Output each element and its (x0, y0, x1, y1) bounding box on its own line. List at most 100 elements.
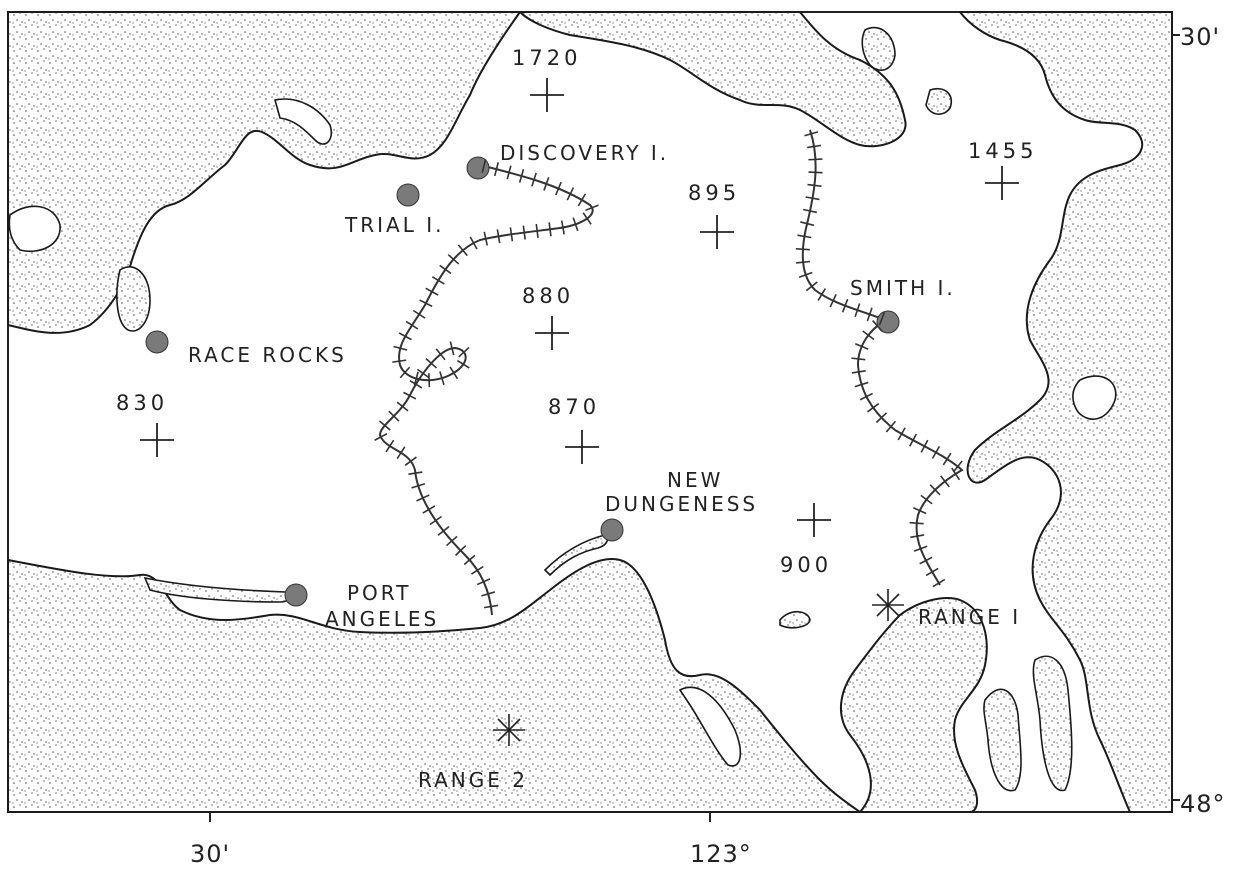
track-hatch (374, 432, 388, 441)
olympic-peninsula (7, 558, 861, 813)
depth-900: 900 (780, 553, 832, 577)
track-hatch (952, 460, 963, 473)
track-hatch (393, 345, 408, 351)
track-hatch (867, 402, 880, 413)
range-stars (493, 589, 904, 746)
track-hatch (872, 320, 883, 332)
track-hatch (807, 144, 822, 149)
track-hatch (425, 358, 438, 369)
track-hatch (851, 357, 866, 361)
track-hatch (931, 445, 941, 459)
track-hatch (800, 221, 815, 227)
depth-895: 895 (688, 181, 740, 205)
track-hatch (416, 494, 430, 502)
track-hatch (817, 288, 827, 301)
track-hatch (851, 370, 866, 374)
track-hatch (535, 223, 539, 238)
track-hatch (471, 565, 484, 575)
track-hatch (582, 212, 592, 225)
vancouver-inlet (273, 98, 333, 145)
protection-island (779, 610, 811, 629)
track-hatch (463, 554, 476, 566)
vancouver-lake (8, 205, 61, 252)
track-hatch (920, 494, 933, 505)
track-hatch (449, 366, 459, 380)
label-range1: RANGE I (918, 605, 1021, 629)
track-hatch (522, 225, 526, 240)
depth-crosses (140, 78, 1019, 537)
axis-bottom-left: 30' (190, 840, 230, 868)
track-hatch (577, 193, 587, 207)
track-hatches (374, 131, 963, 609)
track-hatch (408, 471, 423, 475)
cross-830 (140, 423, 174, 457)
track-hatch (422, 505, 436, 514)
track-hatch (388, 410, 400, 422)
san-juan-land (519, 11, 907, 148)
track-hatch (808, 171, 823, 174)
track-hatch (803, 208, 818, 214)
mainland-east (959, 11, 1173, 813)
axis-bottom-mid: 123° (690, 840, 752, 868)
label-race-rocks: RACE ROCKS (188, 343, 347, 367)
track-hatch (385, 439, 395, 453)
track-hatch (496, 229, 501, 244)
track-hatch (481, 158, 487, 173)
track-hatch (425, 287, 439, 296)
track-hatch (807, 183, 822, 187)
discovery-station-dot (466, 156, 490, 180)
track-hatch (560, 220, 565, 235)
track-hatch (437, 525, 450, 536)
track-hatch (585, 204, 599, 212)
track-hatch (403, 391, 417, 400)
track-hatch (483, 604, 499, 609)
track-hatch (804, 131, 819, 137)
label-port-angeles-1: PORT (347, 581, 411, 605)
track-hatch (854, 303, 861, 318)
track-hatch (378, 420, 391, 431)
island-small-2 (925, 88, 952, 115)
track-hatch (548, 222, 552, 237)
track-hatch (909, 521, 924, 525)
track-hatch (878, 311, 886, 326)
track-hatch (493, 162, 499, 177)
track-hatch (449, 341, 455, 356)
place-labels: DISCOVERY I. TRIAL I. RACE ROCKS SMITH I… (188, 141, 1021, 792)
track-hatch (476, 578, 491, 586)
track-hatch (929, 484, 941, 496)
track-hatch (795, 260, 811, 264)
cross-895 (700, 215, 734, 249)
track-hatch (555, 181, 562, 196)
frame-ticks (209, 34, 1180, 822)
indian-island (983, 688, 1022, 792)
track-hatch (543, 177, 550, 191)
track-hatch (447, 254, 460, 265)
cross-1720 (530, 78, 564, 112)
label-new-dungeness-1: NEW (667, 468, 723, 492)
track-hatch (416, 368, 430, 379)
port-angeles-station-dot (284, 583, 308, 607)
track-hatch (455, 545, 467, 556)
axis-labels: 30' 48° 30' 123° (190, 23, 1226, 868)
track-hatch (910, 534, 925, 539)
east-bay (1072, 375, 1117, 420)
label-smith: SMITH I. (850, 276, 956, 300)
west-range-track (378, 164, 594, 616)
cross-900 (797, 503, 831, 537)
track-hatch (419, 299, 433, 308)
label-new-dungeness-2: DUNGENESS (605, 492, 758, 516)
range1-star-icon (872, 589, 904, 621)
depth-1720: 1720 (512, 46, 581, 70)
track-hatch (435, 348, 446, 361)
track-hatch (392, 359, 407, 363)
track-hatch (483, 231, 489, 246)
axis-right-bottom: 48° (1180, 790, 1226, 818)
depth-830: 830 (116, 391, 168, 415)
cross-1455 (985, 166, 1019, 200)
track-hatch (885, 420, 897, 433)
label-range2: RANGE 2 (418, 768, 528, 792)
new-dungeness-station-dot (600, 518, 624, 542)
label-port-angeles-2: ANGELES (325, 607, 439, 631)
sequim-bay (678, 686, 742, 767)
track-hatch (431, 276, 445, 285)
